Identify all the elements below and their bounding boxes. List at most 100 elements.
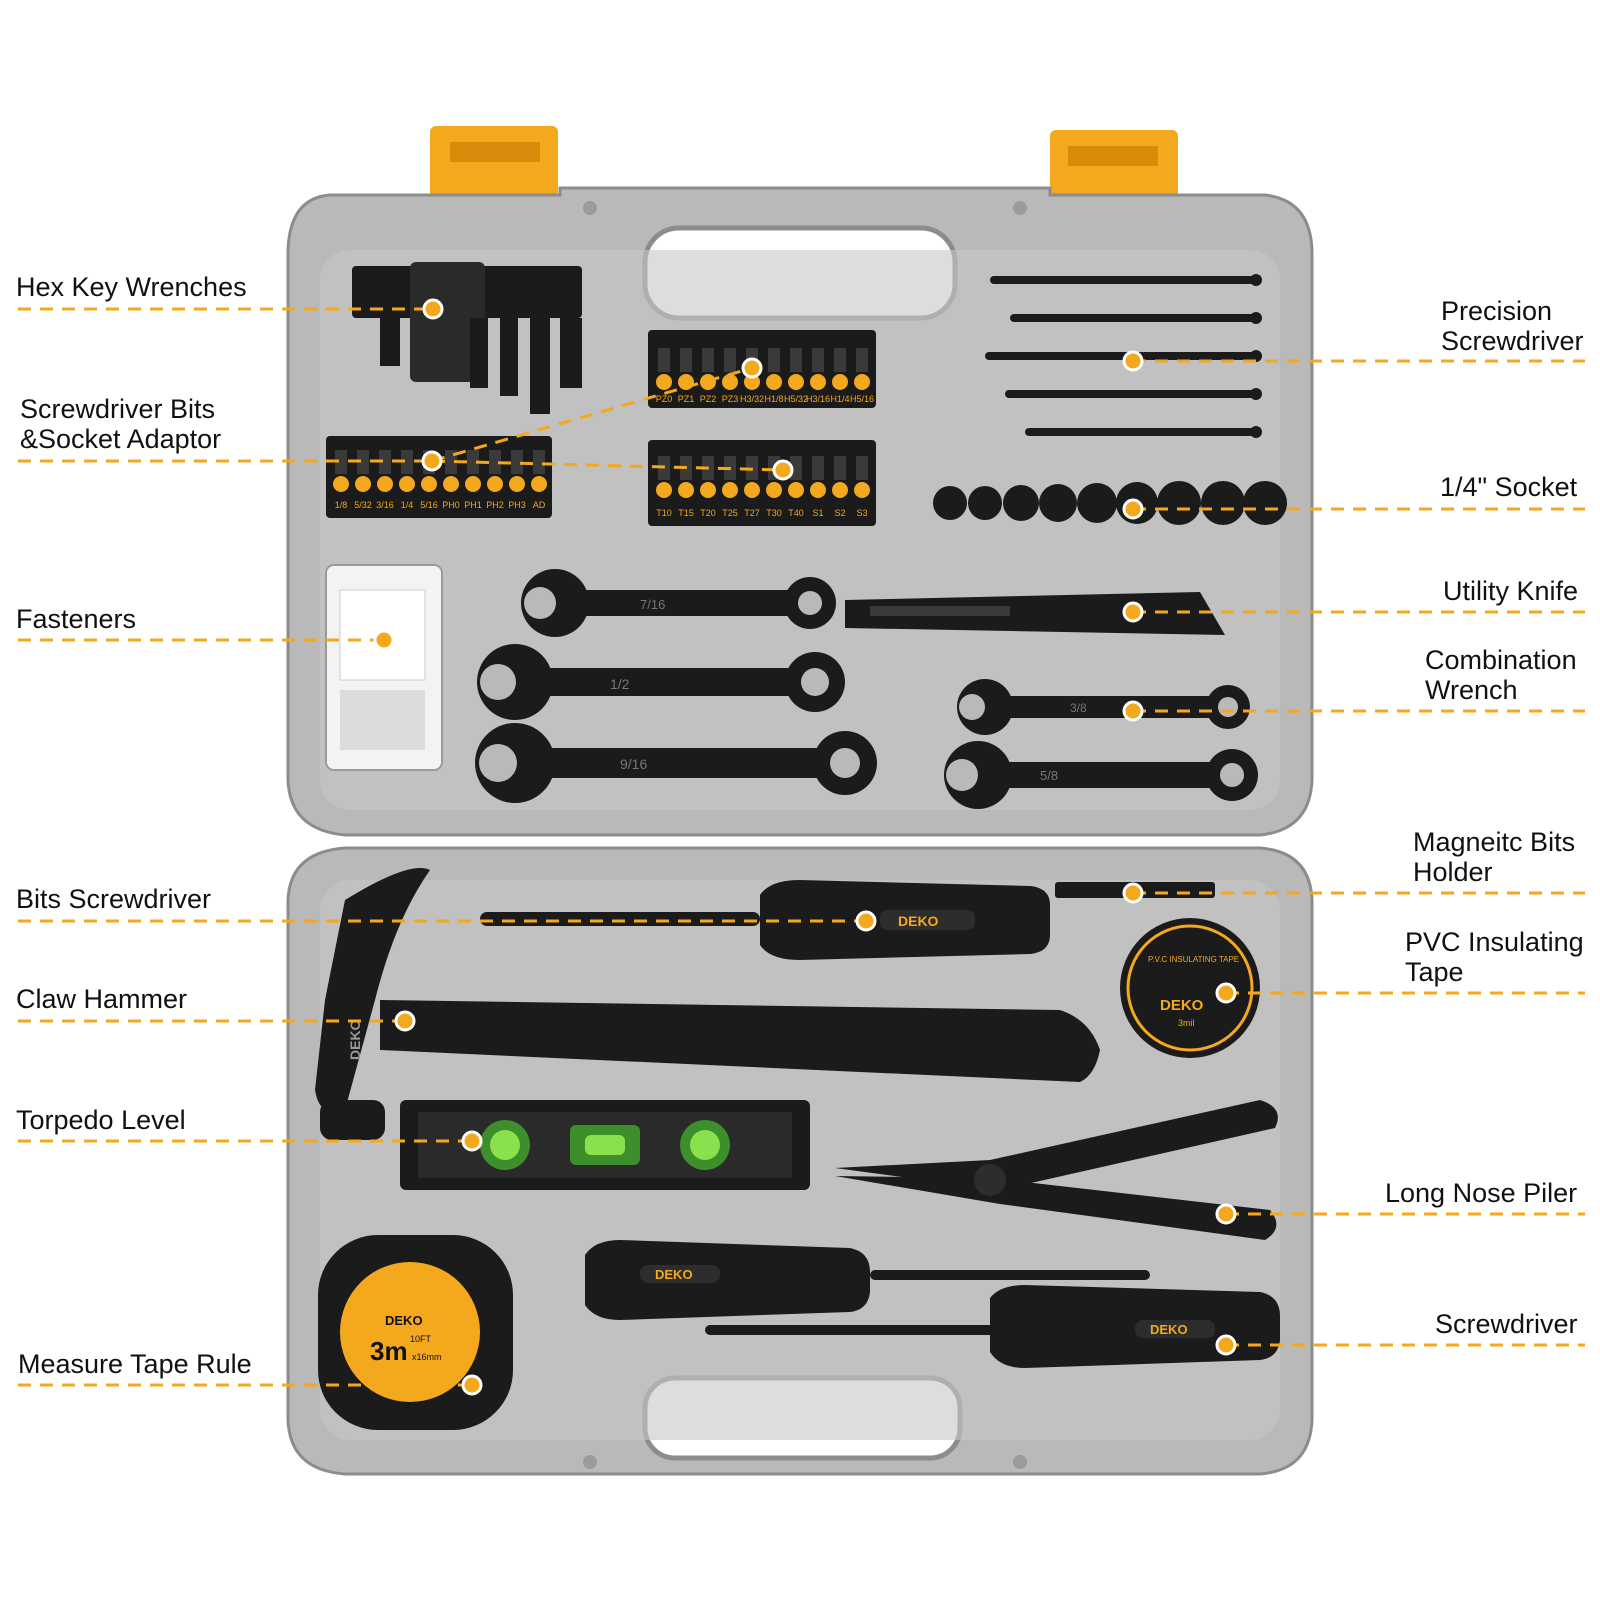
mid-label-10: S3 [856,508,867,518]
label-long-nose-piler: Long Nose Piler [1385,1178,1578,1208]
left-socket-4 [399,476,415,492]
top-label-1: PZ0 [656,394,673,404]
mid-socket-3 [700,482,716,498]
mid-socket-5 [744,482,760,498]
label-screwdriver-bits: Screwdriver Bits &Socket Adaptor [20,394,221,454]
mid-socket-2 [678,482,694,498]
mid-socket-6 [766,482,782,498]
label-fasteners: Fasteners [16,604,137,634]
label-pvc-insulating-tape: PVC Insulating Tape [1405,927,1584,987]
tape-logo: DEKO [1160,997,1204,1014]
label-pvc-line2: Tape [1405,957,1464,987]
mid-bit-9 [834,456,846,480]
tape-ring-text: P.V.C INSULATING TAPE [1148,955,1239,964]
screwdriver-1-logo: DEKO [655,1267,693,1282]
left-bit-2 [357,450,369,474]
top-socket-4 [722,374,738,390]
left-socket-5 [421,476,437,492]
mid-socket-7 [788,482,804,498]
left-label-9: PH3 [508,500,526,510]
left-label-1: 1/8 [335,500,348,510]
wrench-size-4: 3/8 [1070,701,1087,715]
label-claw-hammer: Claw Hammer [16,984,188,1014]
left-socket-3 [377,476,393,492]
label-socket: 1/4" Socket [1440,472,1578,502]
top-label-6: H1/8 [764,394,783,404]
wrench-size-2: 1/2 [610,676,630,692]
top-bit-7 [790,348,802,372]
bits-screwdriver-logo: DEKO [898,913,939,929]
callout-dots [373,298,1237,1396]
label-screwdriver-bits-line1: Screwdriver Bits [20,394,216,424]
wrench-size-5: 5/8 [1040,768,1058,783]
left-label-5: 5/16 [420,500,438,510]
mid-label-8: S1 [812,508,823,518]
hammer-logo: DEKO [347,1019,363,1060]
socket-set [933,481,1287,525]
mid-label-7: T40 [788,508,804,518]
left-bit-10 [533,450,545,474]
mid-label-5: T27 [744,508,760,518]
mid-bit-10 [856,456,868,480]
wrench-size-3: 9/16 [620,756,647,772]
left-label-7: PH1 [464,500,482,510]
left-label-2: 5/32 [354,500,372,510]
left-socket-7 [465,476,481,492]
measure-tape-logo: DEKO [385,1313,423,1328]
measure-tape-length: 3m [370,1336,408,1366]
long-nose-pliers [835,1100,1278,1240]
left-label-10: AD [533,500,546,510]
mid-socket-10 [854,482,870,498]
left-bit-9 [511,450,523,474]
label-screwdriver-bits-line2: &Socket Adaptor [20,424,222,454]
label-magnetic-line2: Holder [1413,857,1493,887]
left-label-8: PH2 [486,500,504,510]
left-bit-4 [401,450,413,474]
label-combination-line1: Combination [1425,645,1577,675]
top-bit-9 [834,348,846,372]
top-label-4: PZ3 [722,394,739,404]
mid-label-2: T15 [678,508,694,518]
screwdriver-2-logo: DEKO [1150,1322,1188,1337]
pvc-insulating-tape: DEKO 3mil P.V.C INSULATING TAPE [1120,918,1260,1058]
top-socket-10 [854,374,870,390]
callout-leaders [18,307,1585,1387]
left-bit-7 [467,450,479,474]
top-socket-6 [766,374,782,390]
left-socket-9 [509,476,525,492]
top-label-9: H1/4 [830,394,849,404]
top-socket-1 [656,374,672,390]
mid-label-6: T30 [766,508,782,518]
top-label-8: H3/16 [806,394,830,404]
measure-tape-ft: 10FT [410,1334,432,1344]
label-utility-knife: Utility Knife [1443,576,1579,606]
label-magnetic-bits-holder: Magneitc Bits Holder [1413,827,1575,887]
mid-label-1: T10 [656,508,672,518]
label-precision-line1: Precision [1441,296,1553,326]
top-bit-8 [812,348,824,372]
left-bit-8 [489,450,501,474]
measure-tape: DEKO 3m 10FT x16mm [318,1235,513,1430]
top-bit-3 [702,348,714,372]
left-label-4: 1/4 [401,500,414,510]
precision-screwdrivers [985,274,1262,438]
combination-wrenches: 7/16 1/2 9/16 3/8 5/8 [475,569,1258,809]
label-screwdriver: Screwdriver [1435,1309,1578,1339]
top-socket-5 [744,374,760,390]
fasteners-box [325,564,443,771]
top-label-3: PZ2 [700,394,717,404]
hex-key-wrenches [352,262,582,414]
label-magnetic-line1: Magneitc Bits [1413,827,1576,857]
top-bit-6 [768,348,780,372]
top-label-2: PZ1 [678,394,695,404]
mid-socket-4 [722,482,738,498]
top-socket-8 [810,374,826,390]
mid-label-4: T25 [722,508,738,518]
label-pvc-line1: PVC Insulating [1405,927,1584,957]
left-socket-8 [487,476,503,492]
label-measure-tape-rule: Measure Tape Rule [18,1349,252,1379]
left-bit-1 [335,450,347,474]
